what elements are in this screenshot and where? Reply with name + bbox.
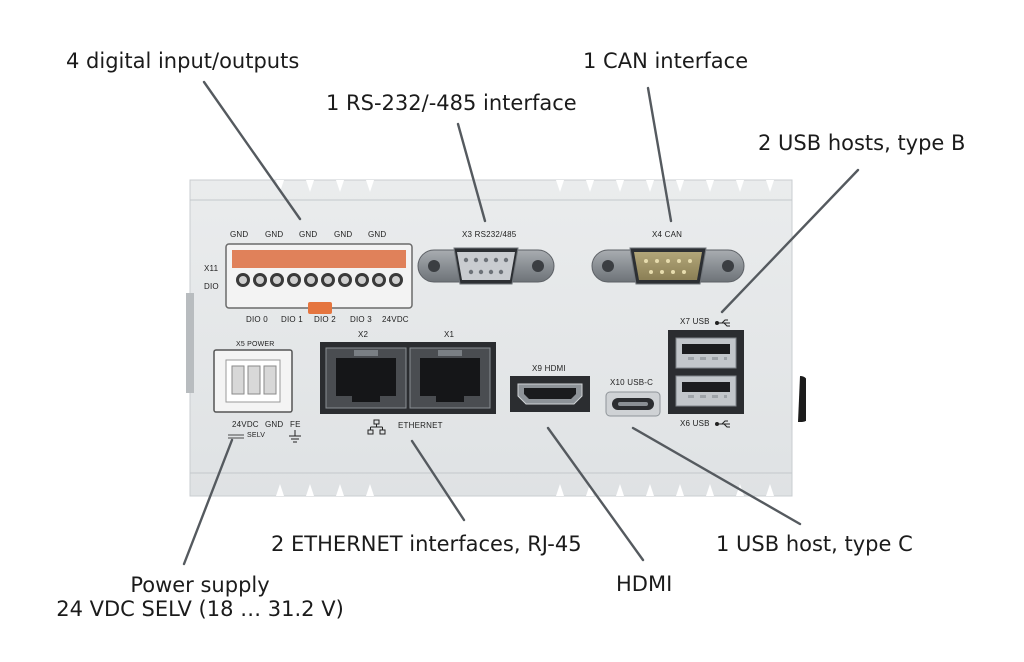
callout-can: 1 CAN interface bbox=[583, 49, 749, 73]
callout-power-spec: 24 VDC SELV (18 … 31.2 V) bbox=[56, 597, 344, 621]
leader-power-supply bbox=[182, 438, 234, 566]
dio-terminal-block bbox=[225, 243, 413, 314]
ethernet-ports bbox=[320, 342, 496, 414]
ground-icon bbox=[289, 430, 301, 443]
network-icon bbox=[367, 419, 386, 435]
x10-label: X10 USB-C bbox=[610, 378, 654, 387]
device-front-panel: GND GND GND GND GND X11 DIO DIO 0 DIO 1 … bbox=[186, 178, 808, 498]
selv-label: SELV bbox=[247, 432, 266, 439]
dio-pin-4: 24VDC bbox=[382, 315, 409, 324]
can-dsub-connector bbox=[591, 247, 745, 285]
leader-usb-c bbox=[631, 426, 802, 526]
callout-hdmi: HDMI bbox=[616, 572, 673, 596]
gnd-label-1: GND bbox=[265, 230, 284, 239]
dio-pin-2: DIO 2 bbox=[314, 315, 336, 324]
callout-rs232: 1 RS-232/-485 interface bbox=[326, 91, 577, 115]
gnd-label-4: GND bbox=[368, 230, 387, 239]
usb-a-ports bbox=[668, 330, 744, 414]
din-clip-left bbox=[186, 293, 194, 393]
x2-label: X2 bbox=[358, 330, 369, 339]
leader-can bbox=[646, 86, 673, 223]
leader-digital-io bbox=[202, 80, 302, 221]
din-clip-right bbox=[798, 376, 808, 422]
x11-label: X11 bbox=[204, 264, 219, 273]
callout-power-supply: Power supply 24 VDC SELV (18 … 31.2 V) bbox=[40, 573, 360, 621]
power-connector bbox=[213, 349, 293, 413]
leader-ethernet bbox=[410, 439, 466, 522]
gnd-label-0: GND bbox=[230, 230, 249, 239]
x3-label: X3 RS232/485 bbox=[462, 230, 517, 239]
callout-usb-b: 2 USB hosts, type B bbox=[758, 131, 966, 155]
vent-ribs-top bbox=[276, 180, 774, 192]
callout-power-title: Power supply bbox=[130, 573, 270, 597]
callout-digital-io: 4 digital input/outputs bbox=[66, 49, 300, 73]
ethernet-label: ETHERNET bbox=[398, 421, 443, 430]
x4-label: X4 CAN bbox=[652, 230, 683, 239]
leader-rs232 bbox=[456, 122, 487, 223]
dio-pin-0: DIO 0 bbox=[246, 315, 268, 324]
vent-ribs-bottom bbox=[276, 484, 774, 496]
power-pin-fe: FE bbox=[290, 420, 301, 429]
callout-ethernet: 2 ETHERNET interfaces, RJ-45 bbox=[271, 532, 582, 556]
rs232-dsub-connector bbox=[417, 247, 555, 285]
x6-label: X6 USB bbox=[680, 419, 710, 428]
hdmi-port bbox=[510, 376, 590, 412]
leader-hdmi bbox=[546, 426, 645, 562]
leader-usb-b bbox=[720, 168, 860, 314]
gnd-label-2: GND bbox=[299, 230, 318, 239]
x1-label: X1 bbox=[444, 330, 455, 339]
device-drawing bbox=[186, 179, 808, 497]
gnd-label-3: GND bbox=[334, 230, 353, 239]
x5-label: X5 POWER bbox=[236, 341, 275, 348]
x9-label: X9 HDMI bbox=[532, 364, 566, 373]
callout-usb-c: 1 USB host, type C bbox=[716, 532, 913, 556]
usb-c-port bbox=[605, 391, 661, 417]
power-pin-gnd: GND bbox=[265, 420, 284, 429]
x7-label: X7 USB bbox=[680, 317, 710, 326]
usb-icon bbox=[715, 319, 730, 428]
dio-label: DIO bbox=[204, 282, 219, 291]
dio-pin-3: DIO 3 bbox=[350, 315, 372, 324]
power-pin-24vdc: 24VDC bbox=[232, 420, 259, 429]
dio-pin-1: DIO 1 bbox=[281, 315, 303, 324]
